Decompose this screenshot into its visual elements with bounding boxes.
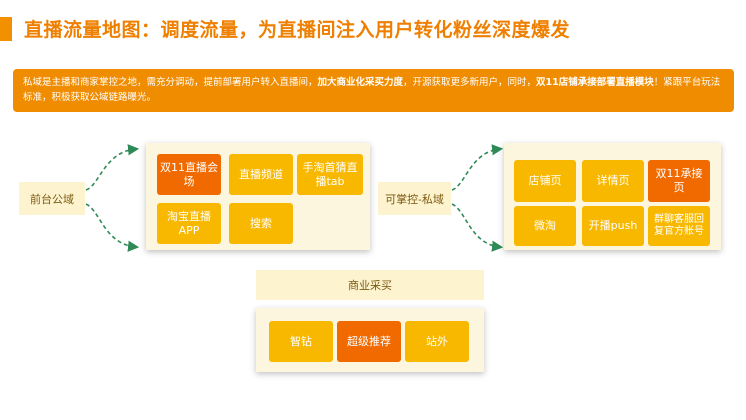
arrow-private-down [451, 203, 504, 252]
banner-highlight-1: 加大商业化采买力度 [317, 77, 404, 88]
tile-group-chat-service: 群聊客服回复官方账号 [648, 206, 710, 246]
tile-detail-page: 详情页 [582, 160, 644, 202]
arrow-public-up [85, 144, 140, 191]
banner-text-3: ！紧跟平台玩法标准，积极获取公域链路曝光。 [23, 77, 721, 103]
title-accent-bar [0, 17, 12, 41]
public-domain-label: 前台公域 [19, 182, 85, 215]
banner-text-2: ，开源获取更多新用户，同时， [403, 77, 537, 88]
tile-shop-page: 店铺页 [514, 160, 576, 202]
tile-weitao: 微淘 [514, 206, 576, 246]
private-domain-label: 可掌控-私域 [378, 182, 451, 215]
arrow-public-down [85, 203, 140, 252]
tile-zhizuan: 智钻 [269, 321, 333, 362]
tile-search: 搜索 [229, 203, 293, 244]
summary-banner: 私域是主播和商家掌控之地，需充分调动，提前部署用户转入直播间，加大商业化采买力度… [13, 69, 734, 112]
tile-taobao-live-app: 淘宝直播APP [157, 203, 221, 244]
tile-super-recommend: 超级推荐 [337, 321, 401, 362]
tile-taobao-feed-live-tab: 手淘首猜直播tab [297, 154, 363, 195]
tile-double11-live-venue: 双11直播会场 [157, 154, 221, 195]
commercial-label: 商业采买 [256, 270, 484, 300]
banner-text-1: 私域是主播和商家掌控之地，需充分调动，提前部署用户转入直播间， [23, 77, 318, 88]
arrow-private-up [451, 144, 504, 191]
tile-live-channel: 直播频道 [229, 154, 293, 195]
banner-highlight-2: 双11店铺承接部署直播模块 [536, 77, 654, 88]
page-title: 直播流量地图：调度流量，为直播间注入用户转化粉丝深度爆发 [24, 19, 571, 41]
tile-double11-landing-page: 双11承接页 [648, 160, 710, 202]
tile-offsite: 站外 [405, 321, 469, 362]
tile-live-push: 开播push [582, 206, 644, 246]
